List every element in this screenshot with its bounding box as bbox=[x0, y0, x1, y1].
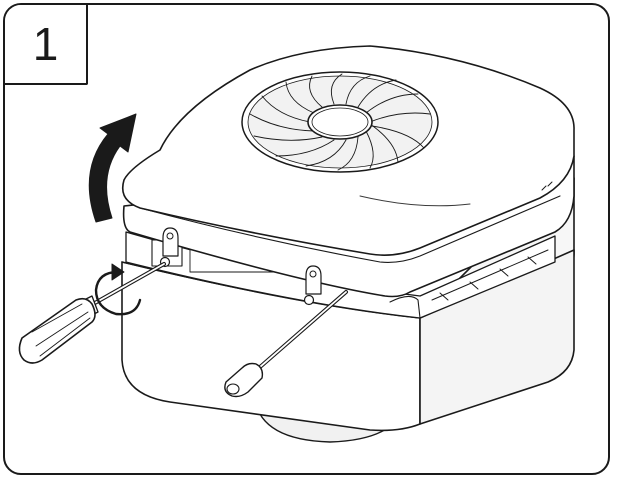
lift-arrow-icon bbox=[88, 113, 137, 223]
step-number: 1 bbox=[5, 5, 88, 85]
rod-tool-icon bbox=[224, 290, 348, 398]
fan-grille bbox=[241, 71, 439, 173]
left-clip bbox=[159, 227, 179, 268]
rotate-arrow-icon bbox=[94, 263, 142, 316]
right-screw-icon bbox=[303, 294, 315, 306]
right-clip bbox=[303, 265, 322, 306]
